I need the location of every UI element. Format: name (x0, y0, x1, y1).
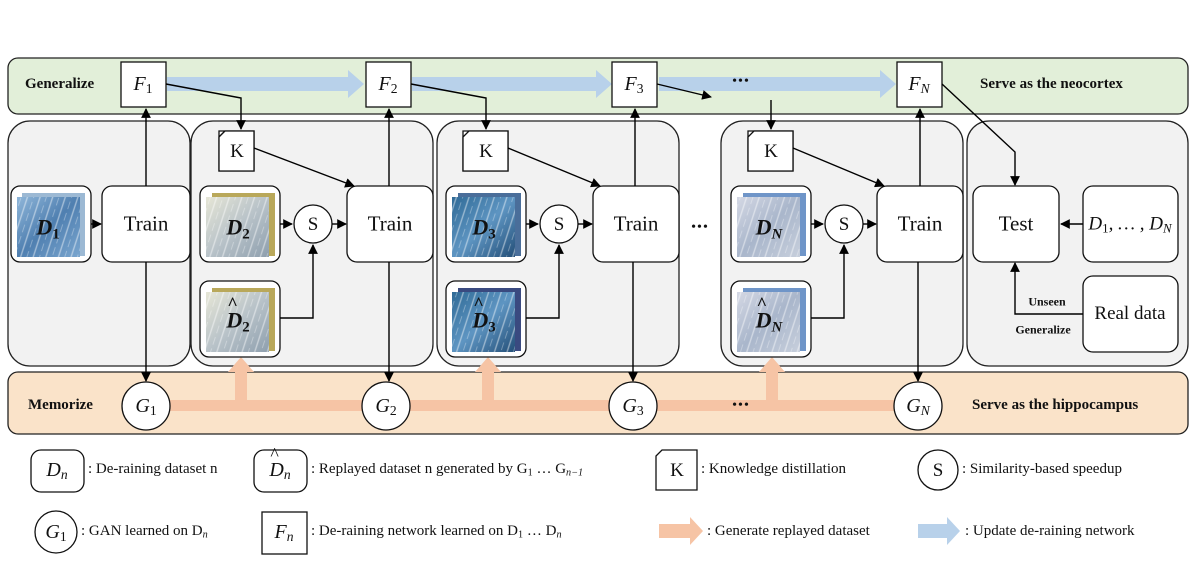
gn-label: GN (906, 394, 930, 419)
train-label-3: Train (613, 211, 659, 236)
legend-k-symbol: K (670, 460, 684, 481)
dataset-d3-hat-label: D^3 (472, 293, 496, 336)
legend-orange-arrow (659, 517, 703, 545)
s-label-n: S (838, 214, 850, 235)
update-arrows (167, 70, 896, 98)
legend-gen-text: : Generate replayed dataset (707, 523, 870, 539)
unseen-label: Unseen (1028, 294, 1066, 309)
legend-k-box (655, 449, 698, 491)
dataset-dn-label: DN (755, 214, 783, 243)
ellipsis-mid: ••• (691, 220, 709, 235)
dataset-d3-label: D3 (472, 214, 496, 243)
legend-s-text: : Similarity-based speedup (962, 461, 1122, 477)
k-label-n: K (764, 141, 778, 162)
legend-g-symbol: G1 (45, 520, 67, 545)
g1-label: G1 (135, 394, 157, 419)
legend-g-circle (34, 510, 78, 554)
fn-label: FN (908, 72, 930, 97)
legend-dhat-symbol: D^n (269, 443, 291, 483)
legend-s-circle (917, 449, 959, 491)
f3-label: F3 (624, 72, 644, 97)
g3-label: G3 (622, 394, 644, 419)
legend-dn-box (30, 449, 85, 493)
legend-dn-text: : De-raining dataset n (88, 461, 218, 477)
f2-box (365, 61, 412, 108)
k-label-2: K (230, 141, 244, 162)
k-label-3: K (479, 141, 493, 162)
train-box-2 (346, 185, 434, 263)
test-box (972, 185, 1060, 263)
f2-label: F2 (378, 72, 398, 97)
test-label: Test (998, 211, 1034, 236)
train-label-1: Train (123, 211, 169, 236)
legend-g-text: : GAN learned on Dn (81, 523, 208, 541)
d-range-label: D1, … , DN (1088, 213, 1172, 236)
f1-box (120, 61, 167, 108)
hippocampus-label: Serve as the hippocampus (972, 397, 1139, 413)
legend-f-box (261, 511, 308, 555)
gn-circle (893, 381, 943, 431)
dataset-dn-hat-label: D^N (755, 293, 783, 336)
g2-circle (361, 381, 411, 431)
f1-label: F1 (133, 72, 153, 97)
generate-arrows (228, 357, 785, 400)
generalize-small-label: Generalize (1015, 322, 1071, 337)
s-label-2: S (307, 214, 319, 235)
train-box-3 (592, 185, 680, 263)
f3-box (611, 61, 658, 108)
g2-label: G2 (375, 394, 397, 419)
legend-dhat-box (253, 449, 308, 493)
train-label-2: Train (367, 211, 413, 236)
train-label-n: Train (897, 211, 943, 236)
legend-upd-text: : Update de-raining network (965, 523, 1135, 539)
legend-replayed-text: : Replayed dataset n generated by G1 … G… (311, 461, 584, 479)
memorize-label: Memorize (28, 397, 93, 413)
legend-f-text: : De-raining network learned on D1 … Dn (311, 523, 562, 541)
generalize-label: Generalize (25, 76, 95, 92)
g3-circle (608, 381, 658, 431)
orange-connector (165, 400, 897, 411)
legend-s-symbol: S (932, 460, 944, 481)
ellipsis-bottom: ••• (732, 398, 750, 413)
legend-f-symbol: Fn (274, 520, 294, 545)
dataset-d2-label: D2 (226, 214, 250, 243)
dataset-d1-label: D1 (36, 214, 60, 243)
s-label-3: S (553, 214, 565, 235)
g1-circle (121, 381, 171, 431)
ellipsis-top: ••• (732, 74, 750, 89)
neocortex-label: Serve as the neocortex (980, 76, 1123, 92)
legend-k-text: : Knowledge distillation (701, 461, 846, 477)
real-data-label: Real data (1094, 303, 1166, 324)
legend-dn-symbol: Dn (46, 458, 68, 483)
dataset-d2-hat-label: D^2 (226, 293, 250, 336)
legend-blue-arrow (918, 517, 960, 545)
